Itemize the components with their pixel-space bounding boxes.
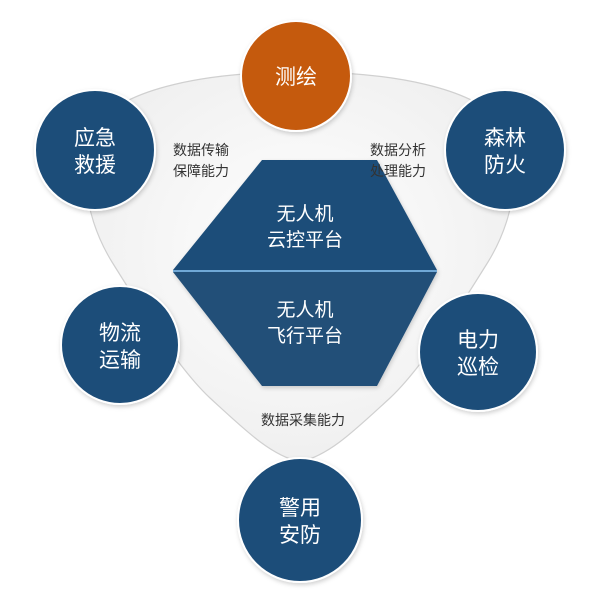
- flight-platform-label-line1: 无人机: [276, 299, 333, 321]
- node-forest-fire-prevention-line1: 森林: [484, 126, 526, 150]
- capability-left-line1: 数据传输: [173, 143, 229, 159]
- node-logistics-transport-line1: 物流: [99, 321, 141, 345]
- node-police-security-line1: 警用: [279, 496, 321, 520]
- node-surveying-label: 测绘: [275, 65, 317, 89]
- node-power-inspection-line1: 电力: [457, 328, 499, 352]
- capability-bottom: 数据采集能力: [261, 412, 345, 429]
- node-surveying: 测绘: [240, 20, 352, 132]
- flight-platform-label-line2: 飞行平台: [267, 325, 343, 347]
- node-police-security-line2: 安防: [279, 523, 321, 547]
- capability-right-line2: 处理能力: [370, 164, 426, 180]
- capability-left-line2: 保障能力: [173, 164, 229, 180]
- flight-platform-half: [173, 272, 437, 386]
- node-power-inspection-line2: 巡检: [457, 355, 499, 379]
- capability-right-line1: 数据分析: [370, 143, 426, 159]
- node-emergency-rescue-line2: 救援: [74, 153, 116, 177]
- node-emergency-rescue: 应急 救援: [34, 89, 156, 211]
- node-emergency-rescue-line1: 应急: [74, 126, 116, 150]
- node-power-inspection: 电力 巡检: [418, 292, 538, 412]
- node-forest-fire-prevention-line2: 防火: [484, 153, 526, 177]
- node-logistics-transport: 物流 运输: [60, 285, 180, 405]
- central-hexagon: [173, 160, 437, 386]
- node-forest-fire-prevention: 森林 防火: [444, 89, 566, 211]
- cloud-control-label-line2: 云控平台: [267, 229, 343, 251]
- node-police-security: 警用 安防: [237, 457, 363, 583]
- cloud-control-platform-half: [173, 160, 437, 270]
- cloud-control-label-line1: 无人机: [276, 203, 333, 225]
- node-logistics-transport-line2: 运输: [99, 348, 141, 372]
